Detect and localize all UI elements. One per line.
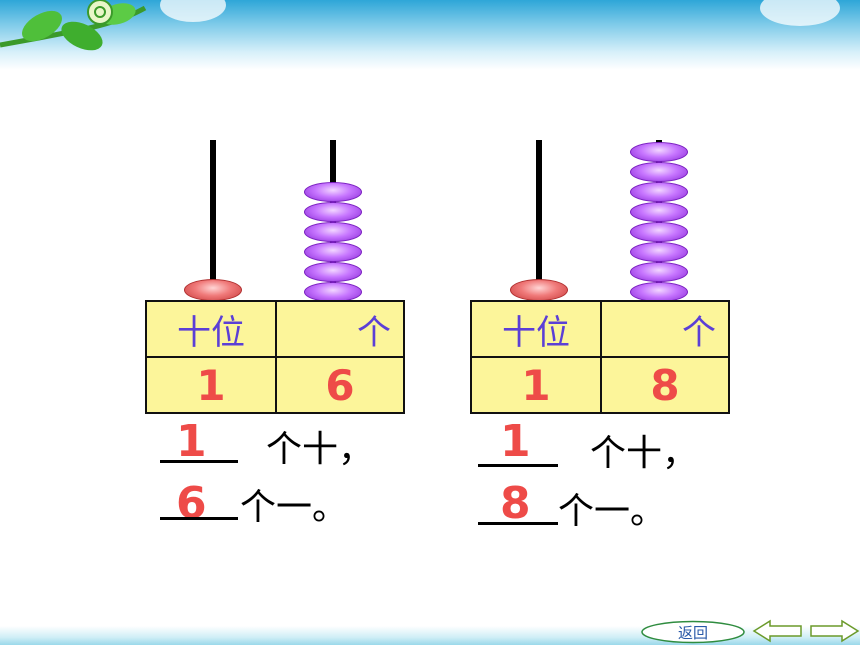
ones-bead — [304, 262, 362, 282]
tens-header-label: 十位 — [502, 312, 570, 353]
ones-answer: 6 — [176, 478, 207, 529]
tens-answer-blank — [160, 460, 238, 463]
ones-bead — [630, 142, 688, 162]
ones-header-cell: 个 — [275, 300, 405, 358]
ones-value-cell: 6 — [275, 356, 405, 414]
ones-bead — [630, 162, 688, 182]
prev-button[interactable] — [752, 619, 804, 643]
ones-header-label: 个 — [357, 312, 391, 353]
ones-bead — [630, 202, 688, 222]
ones-sentence-text: 个一。 — [240, 487, 349, 528]
ones-bead — [304, 222, 362, 242]
right-arrow-icon — [810, 619, 860, 643]
tens-rod — [536, 140, 542, 290]
left-place-value-table: 十位 个 1 6 — [145, 300, 405, 414]
tens-answer: 1 — [500, 416, 531, 467]
ones-sentence-text: 个一。 — [558, 491, 667, 532]
ones-value-cell: 8 — [600, 356, 730, 414]
oval-outline — [641, 620, 745, 644]
cloud-decoration — [160, 0, 226, 22]
ones-bead — [630, 222, 688, 242]
tens-bead — [510, 279, 568, 301]
back-button[interactable]: 返回 — [640, 620, 746, 644]
ones-bead — [304, 182, 362, 202]
ones-bead — [304, 282, 362, 302]
leaf-vine-decoration — [0, 0, 147, 51]
tens-value-cell: 1 — [470, 356, 602, 414]
ones-bead — [630, 242, 688, 262]
ones-bead — [630, 182, 688, 202]
ones-header-label: 个 — [682, 312, 716, 353]
tens-header-label: 十位 — [177, 312, 245, 353]
ones-bead — [304, 242, 362, 262]
tens-header-cell: 十位 — [470, 300, 602, 358]
ones-bead — [630, 262, 688, 282]
tens-sentence-text: 个十， — [590, 433, 699, 474]
ones-answer: 8 — [500, 478, 531, 529]
right-place-value-table: 十位 个 1 8 — [470, 300, 730, 414]
tens-answer-blank — [478, 464, 558, 467]
ones-header-cell: 个 — [600, 300, 730, 358]
left-arrow-icon — [752, 619, 802, 643]
tens-header-cell: 十位 — [145, 300, 277, 358]
ones-answer-blank — [478, 522, 558, 525]
tens-value-cell: 1 — [145, 356, 277, 414]
ones-answer-blank — [160, 517, 238, 520]
back-label: 返回 — [677, 624, 708, 642]
ones-bead — [304, 202, 362, 222]
tens-bead — [184, 279, 242, 301]
next-button[interactable] — [808, 619, 860, 643]
tens-sentence-text: 个十， — [266, 429, 375, 470]
tens-answer: 1 — [176, 416, 207, 467]
tens-rod — [210, 140, 216, 290]
ones-bead — [630, 282, 688, 302]
